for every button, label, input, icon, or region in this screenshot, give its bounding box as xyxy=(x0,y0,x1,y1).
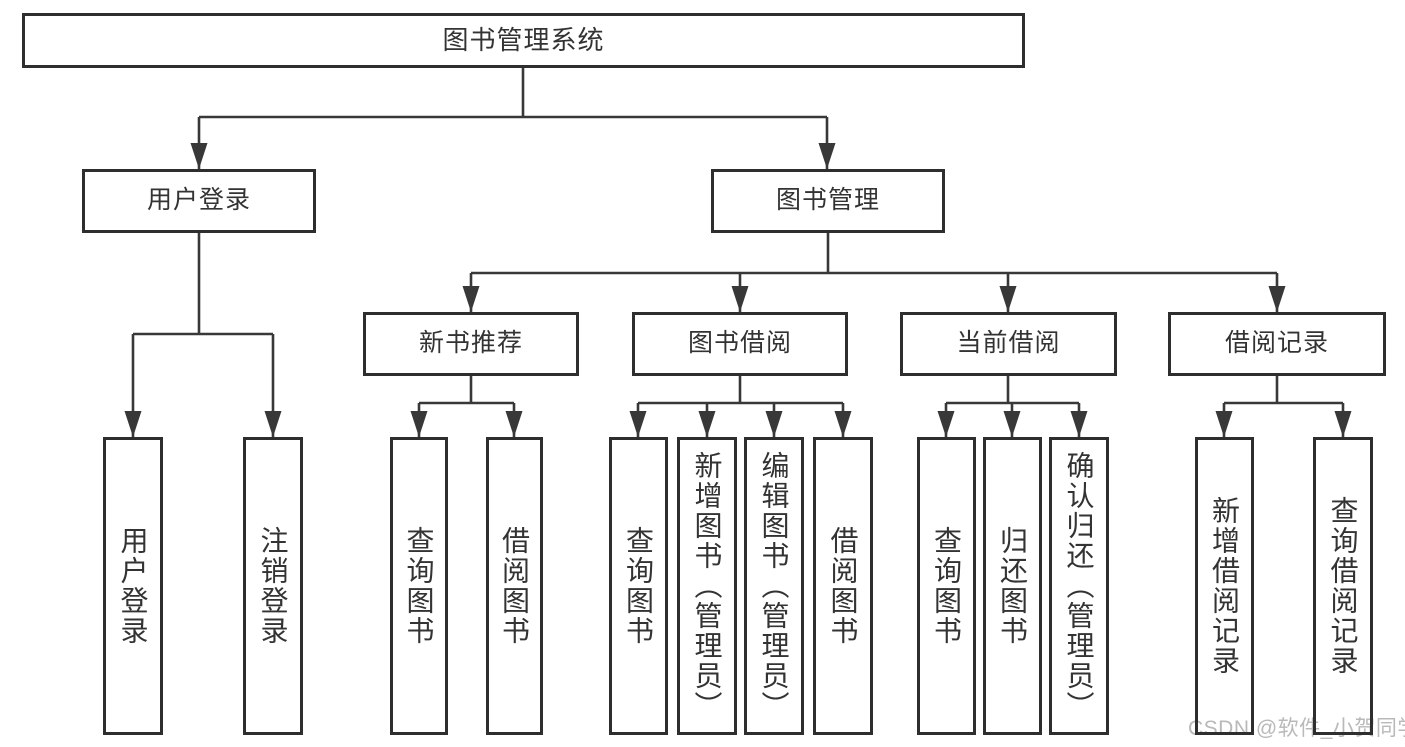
arrowhead-icon xyxy=(731,286,749,312)
arrowhead-icon xyxy=(999,286,1017,312)
node-leaf-bb-add-book: 新增图书（管理员） xyxy=(677,437,737,735)
node-leaf-br-query-record: 查询借阅记录 xyxy=(1313,437,1373,735)
arrowhead-icon xyxy=(124,411,142,437)
arrowhead-icon xyxy=(698,411,716,437)
node-branch-book-borrow: 图书借阅 xyxy=(632,312,848,376)
arrowhead-icon xyxy=(1003,411,1021,437)
node-leaf-logout: 注销登录 xyxy=(243,437,303,735)
node-branch-borrow-records: 借阅记录 xyxy=(1168,312,1386,376)
arrowhead-icon xyxy=(765,411,783,437)
arrowhead-icon xyxy=(410,411,428,437)
node-leaf-br-add-record: 新增借阅记录 xyxy=(1195,437,1254,735)
node-leaf-cb-return-book: 归还图书 xyxy=(983,437,1042,735)
arrowhead-icon xyxy=(629,411,647,437)
arrowhead-icon xyxy=(1334,411,1352,437)
arrowhead-icon xyxy=(1215,411,1233,437)
arrowhead-icon xyxy=(937,411,955,437)
node-leaf-rec-borrow-book: 借阅图书 xyxy=(486,437,543,735)
node-branch-user-login: 用户登录 xyxy=(82,169,316,233)
node-leaf-bb-borrow-book: 借阅图书 xyxy=(813,437,873,735)
arrowhead-icon xyxy=(1070,411,1088,437)
arrowhead-icon xyxy=(462,286,480,312)
node-branch-new-book-rec: 新书推荐 xyxy=(363,312,579,376)
arrowhead-icon xyxy=(505,411,523,437)
arrowhead-icon xyxy=(834,411,852,437)
node-leaf-cb-query-book: 查询图书 xyxy=(917,437,976,735)
arrowhead-icon xyxy=(818,143,836,169)
node-leaf-bb-edit-book: 编辑图书（管理员） xyxy=(744,437,804,735)
node-leaf-user-login: 用户登录 xyxy=(103,437,163,735)
arrowhead-icon xyxy=(1268,286,1286,312)
node-branch-current-borrow: 当前借阅 xyxy=(900,312,1117,376)
arrowhead-icon xyxy=(264,411,282,437)
node-root-system: 图书管理系统 xyxy=(22,13,1025,68)
node-leaf-rec-query-book: 查询图书 xyxy=(390,437,448,735)
node-leaf-cb-confirm-return: 确认归还（管理员） xyxy=(1049,437,1109,735)
node-leaf-bb-query-book: 查询图书 xyxy=(609,437,668,735)
arrowhead-icon xyxy=(190,143,208,169)
node-branch-book-management: 图书管理 xyxy=(711,169,945,233)
